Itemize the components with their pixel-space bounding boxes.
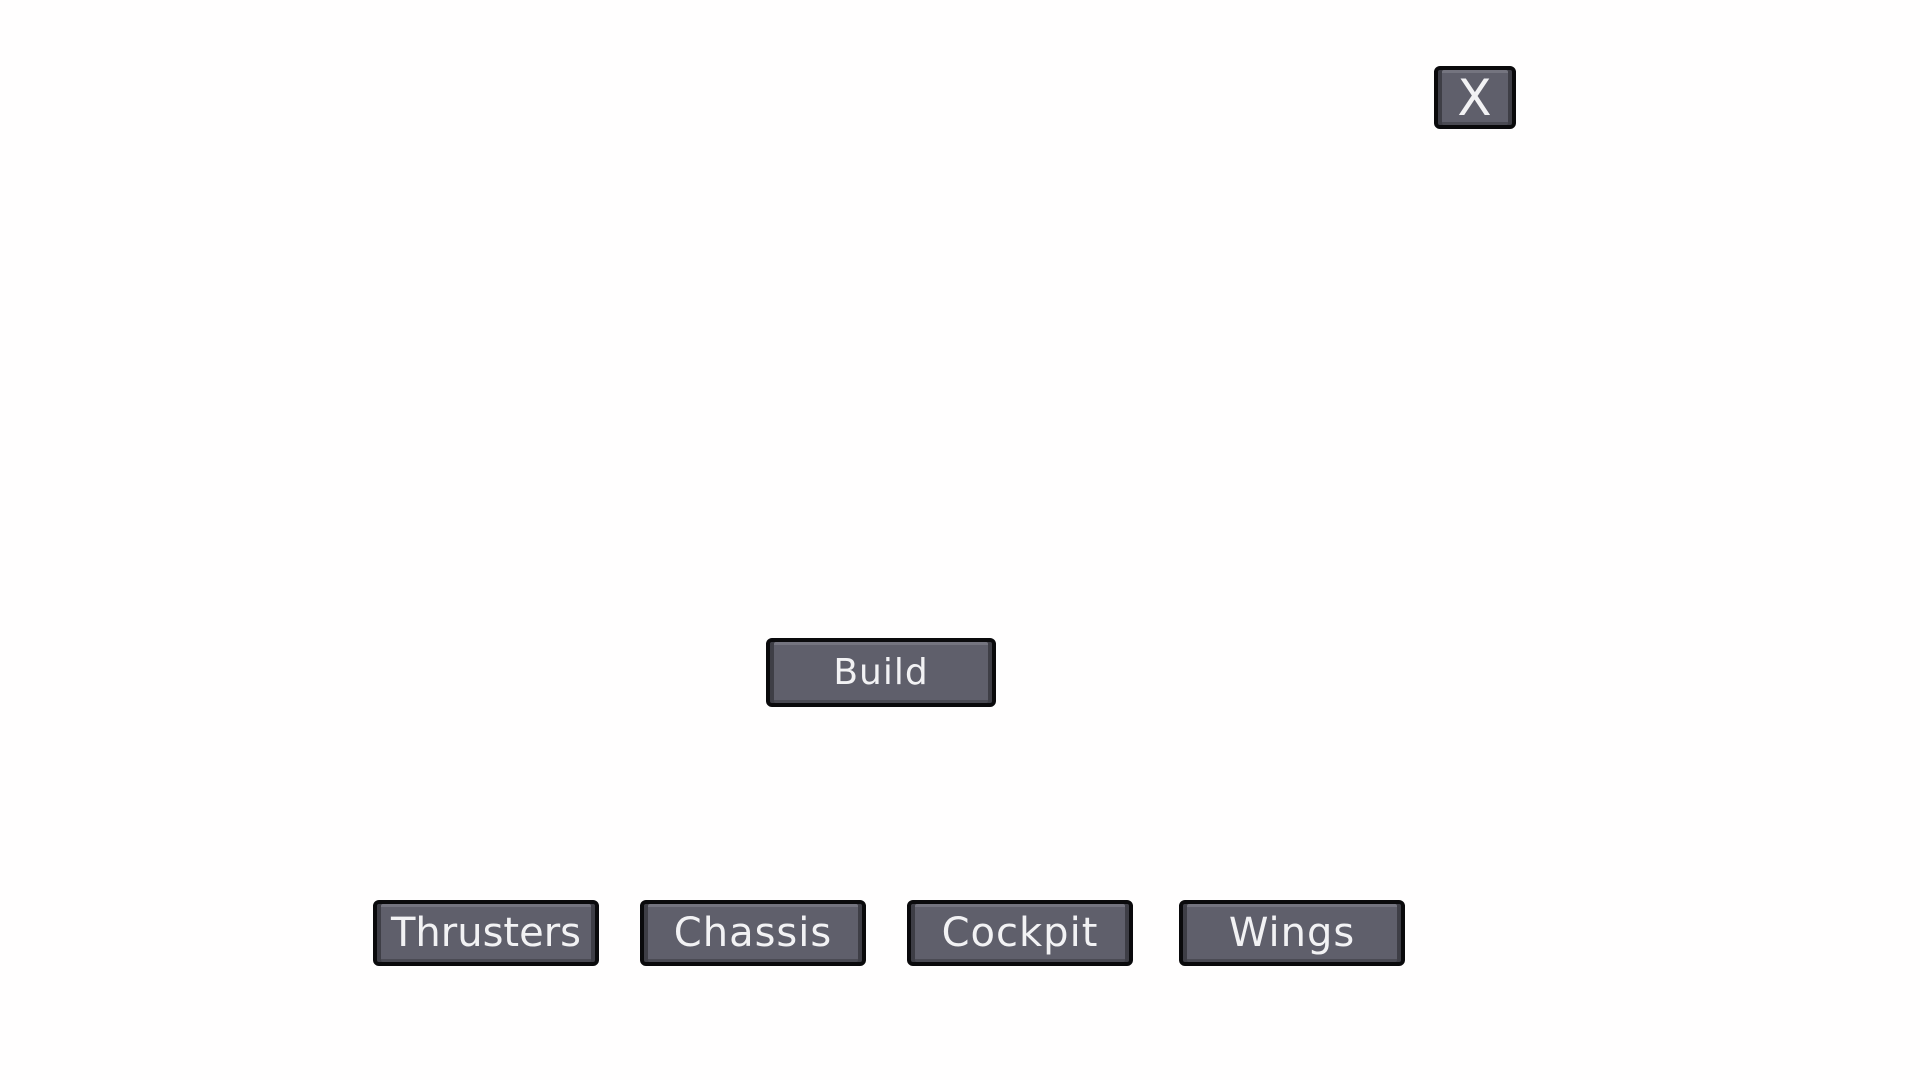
cockpit-button[interactable]: Cockpit [907,900,1133,966]
wings-button[interactable]: Wings [1179,900,1405,966]
build-button[interactable]: Build [766,638,996,707]
thrusters-button[interactable]: Thrusters [373,900,599,966]
chassis-button[interactable]: Chassis [640,900,866,966]
close-icon: X [1457,68,1493,127]
close-button[interactable]: X [1434,66,1516,129]
